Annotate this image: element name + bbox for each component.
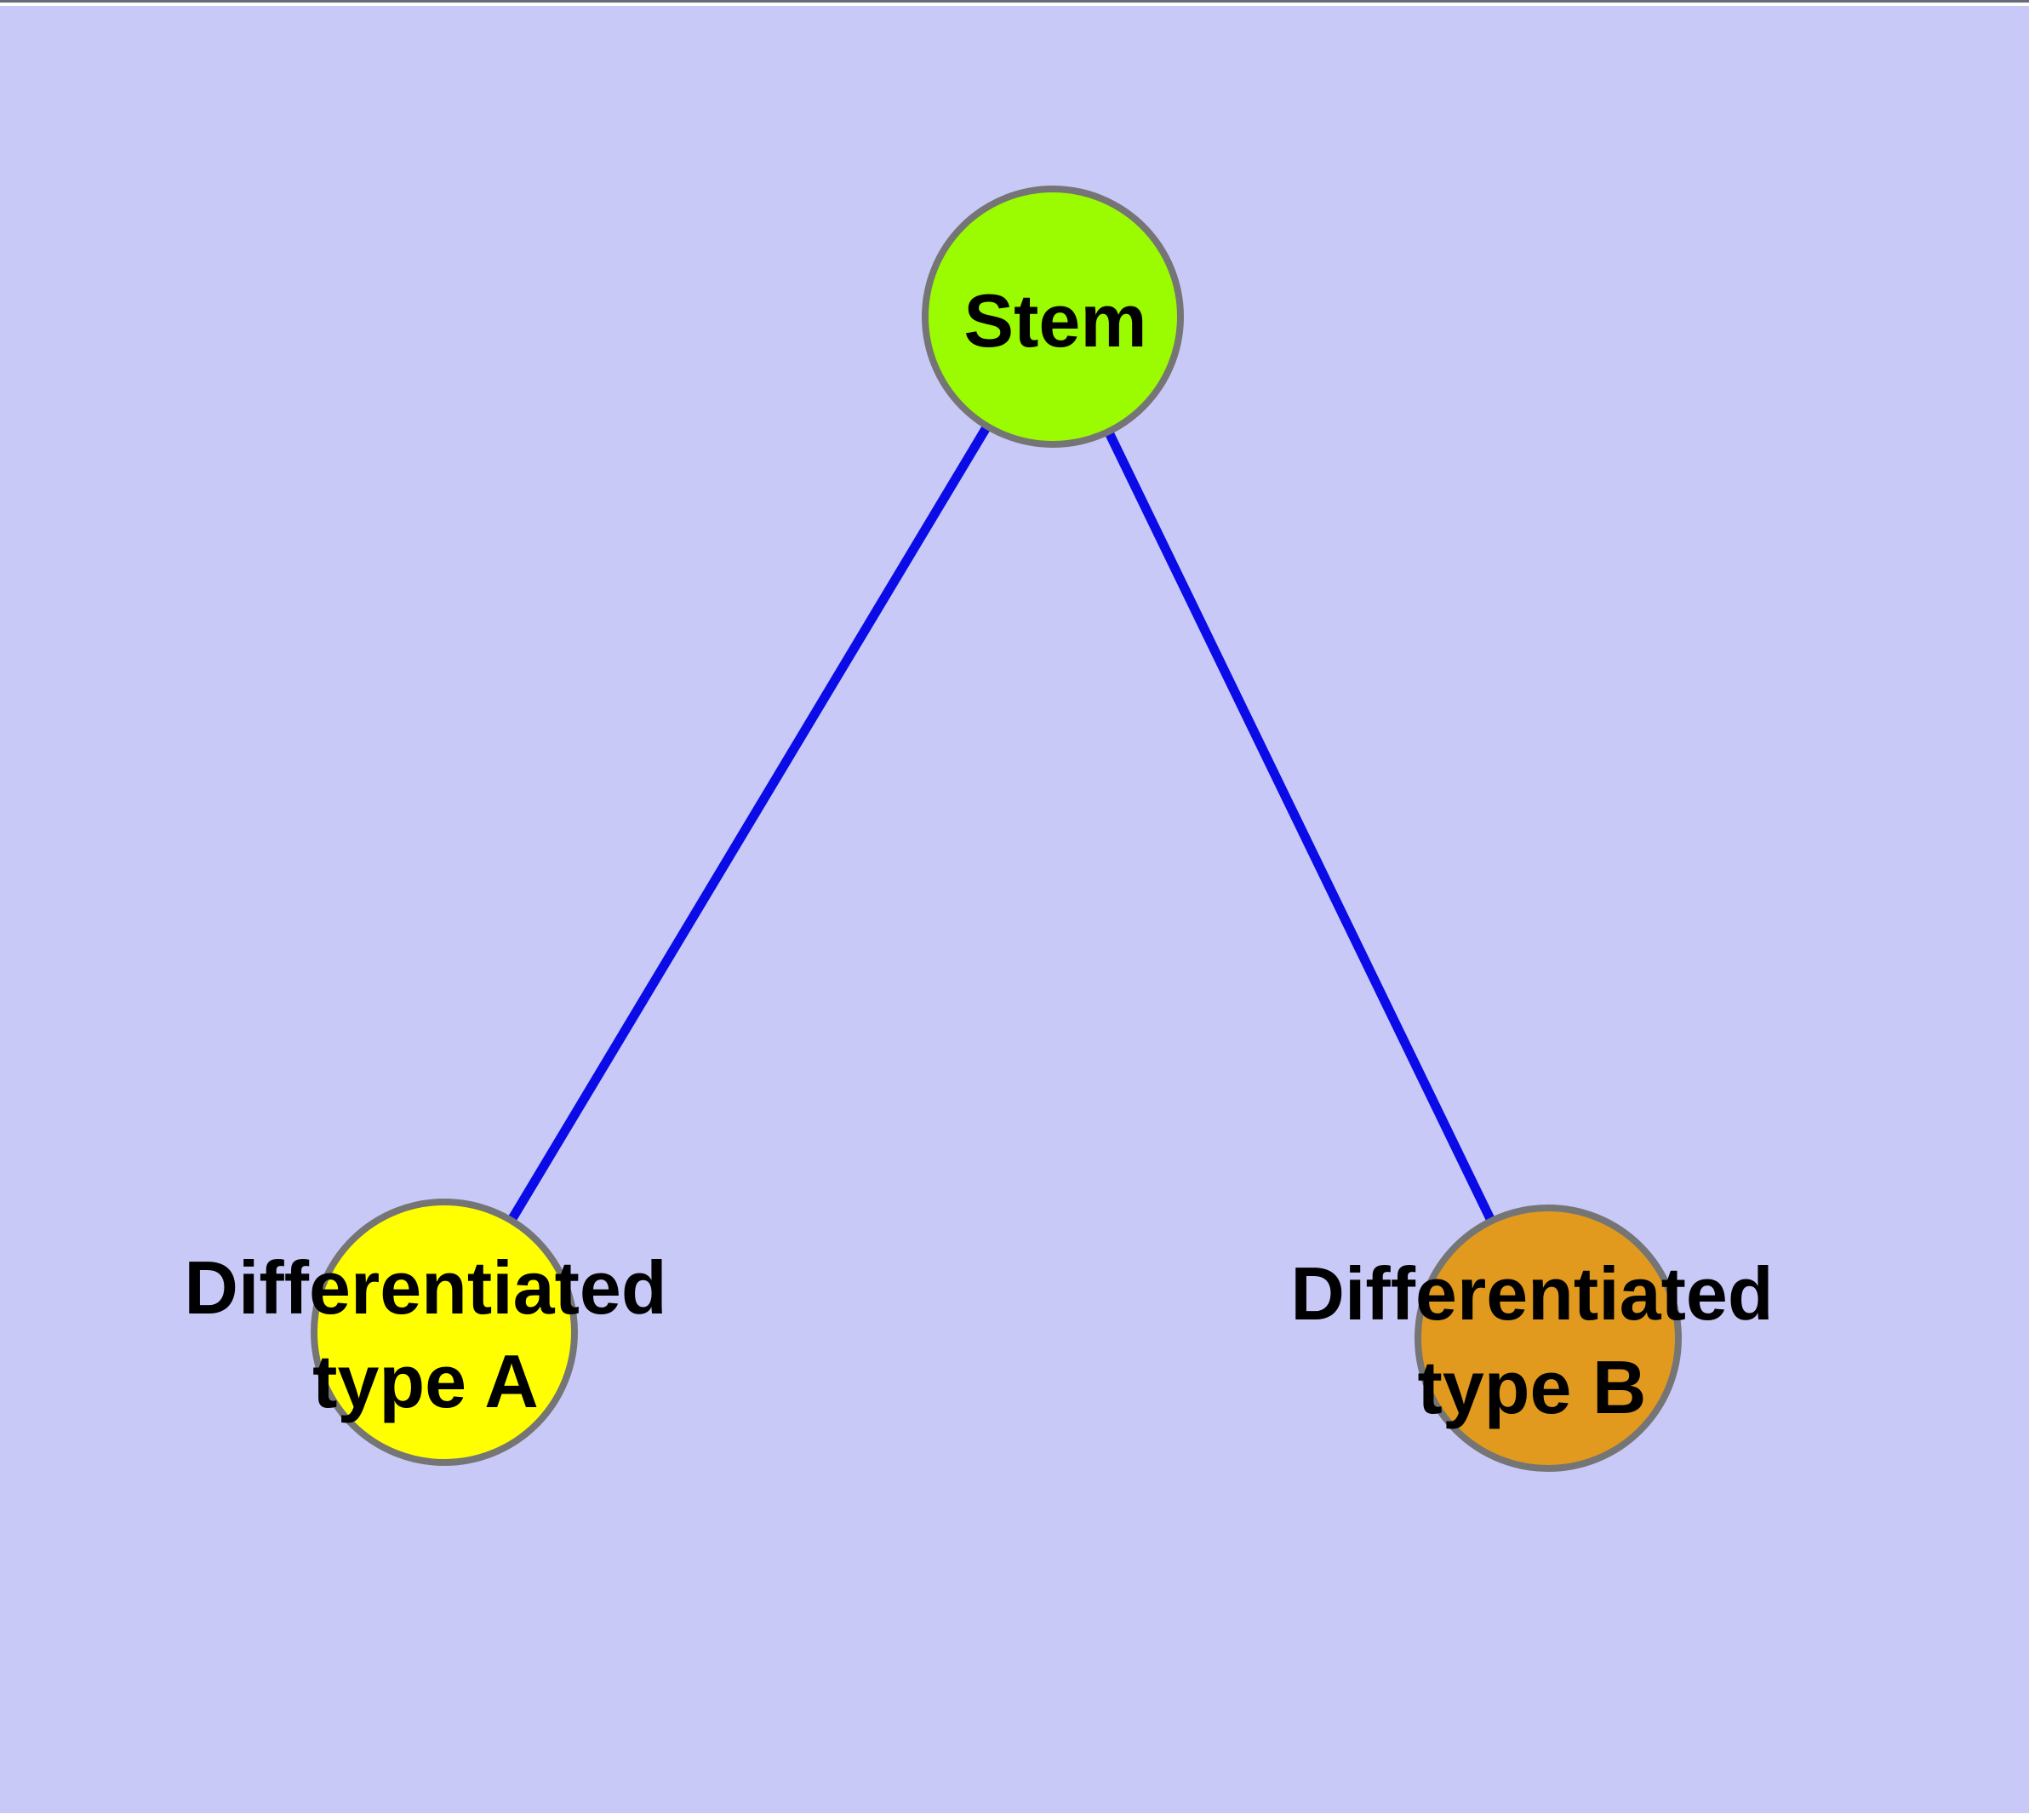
window-top-edge — [0, 0, 2029, 3]
node-type-a-label-line1: Differentiated — [184, 1245, 666, 1330]
node-stem[interactable] — [922, 186, 1184, 448]
node-type-a-label-line2: type A — [312, 1339, 539, 1423]
node-differentiated-type-a[interactable] — [311, 1199, 578, 1466]
edge-stem-to-type-b — [1049, 314, 1552, 1341]
node-type-b-label-line2: type B — [1418, 1345, 1647, 1429]
node-type-b-label-line1: Differentiated — [1290, 1251, 1773, 1336]
edge-stem-to-type-a — [440, 314, 1057, 1335]
node-differentiated-type-b[interactable] — [1415, 1205, 1682, 1472]
node-stem-label: Stem — [963, 278, 1146, 363]
